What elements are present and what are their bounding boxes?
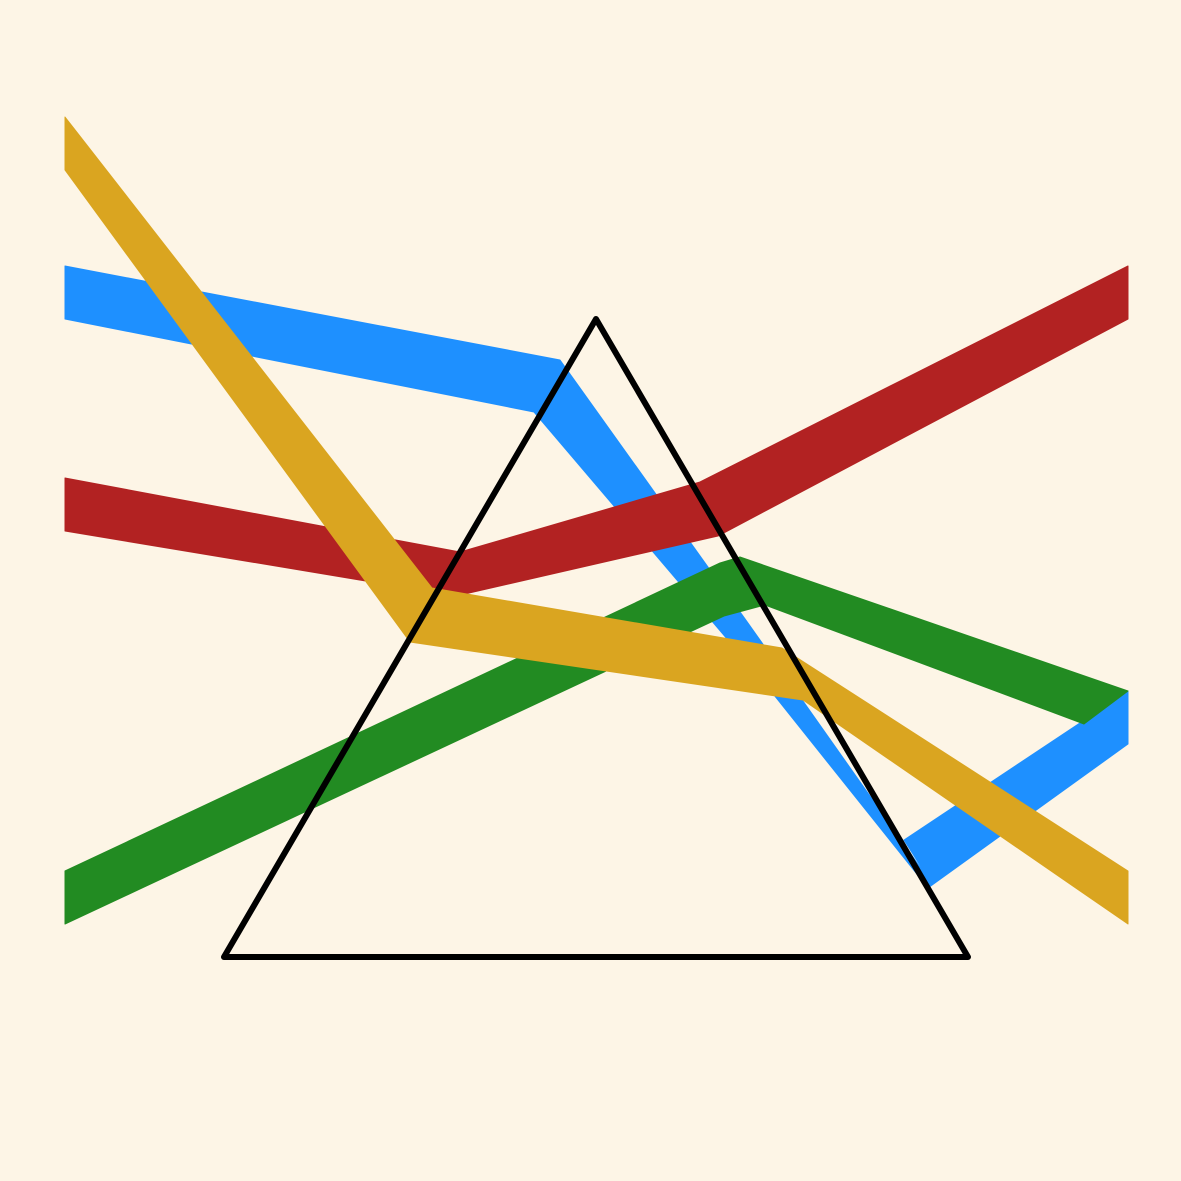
red-band <box>64 265 1129 597</box>
light-bands <box>64 116 1129 925</box>
prism-triangle <box>221 316 971 960</box>
gold-band <box>64 116 1129 925</box>
